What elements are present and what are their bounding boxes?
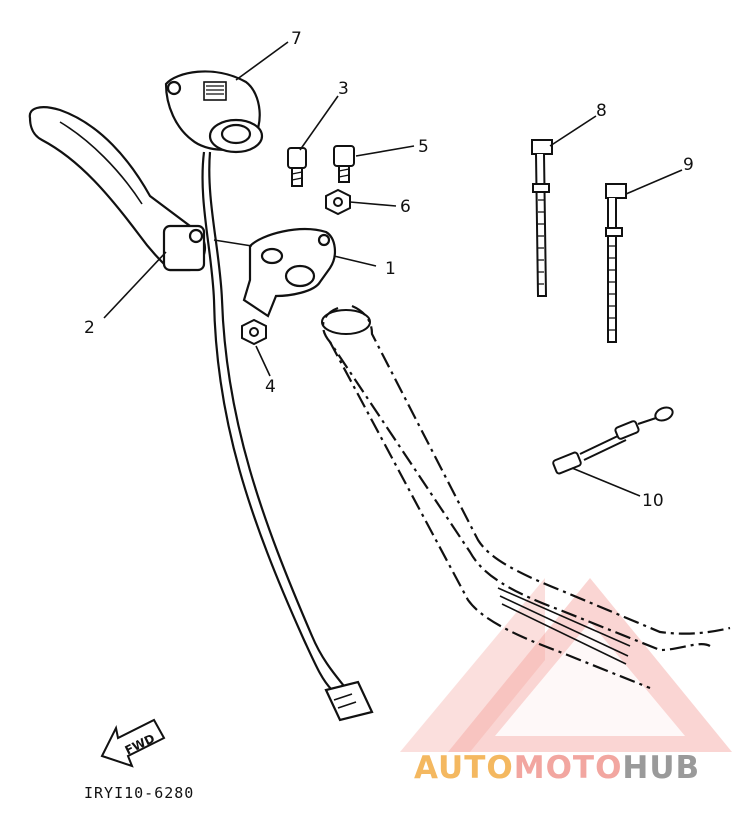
part-8-cable-tie [531,139,553,297]
diagram-code: IRYI10-6280 [84,784,194,802]
callout-9: 9 [683,155,694,175]
part-3-bolt [287,147,307,187]
callout-3: 3 [338,79,349,99]
callout-4: 4 [265,377,276,397]
leader-lines [103,41,683,497]
callout-2: 2 [84,318,95,338]
callout-5: 5 [418,137,429,157]
part-1-leader-connection [213,239,253,247]
watermark-moto: MOTO [514,750,623,786]
fwd-direction-arrow: FWD [100,718,166,768]
part-10-lead-wire [552,406,674,475]
part-5-bolt [333,145,355,183]
svg-text:AUTOMOTOHUB: AUTOMOTOHUB [414,750,700,786]
callout-10: 10 [642,491,664,511]
callout-8: 8 [596,101,607,121]
part-6-nut [325,188,351,216]
handlebar-outline [321,304,731,690]
switch-wire-harness [201,151,374,722]
watermark-logo-triangle [400,578,732,752]
part-2-brake-lever [28,106,207,272]
callout-6: 6 [400,197,411,217]
part-4-nut [241,318,267,346]
callout-labels: 1 2 3 4 5 6 7 8 9 10 [84,29,694,511]
watermark-auto: AUTO [414,750,514,786]
part-9-cable-tie [605,183,627,343]
part-1-lever-holder [242,228,336,318]
part-7-switch-assembly [164,70,264,154]
watermark-wordmark: AUTOMOTOHUB [414,750,700,786]
callout-7: 7 [291,29,302,49]
watermark-hub: HUB [622,750,700,786]
callout-1: 1 [385,259,396,279]
